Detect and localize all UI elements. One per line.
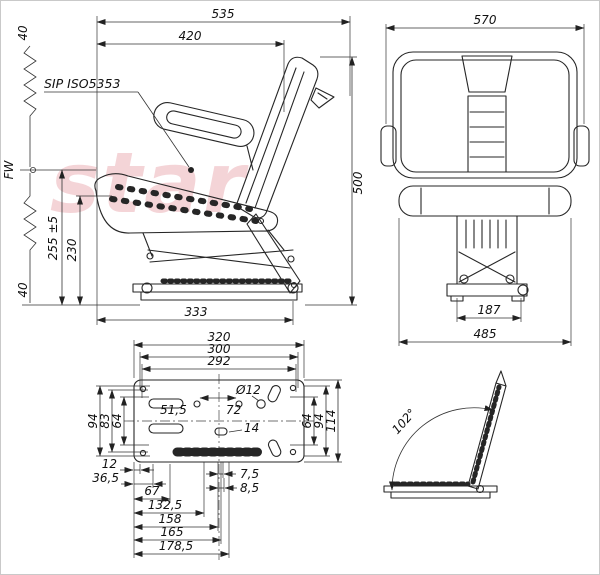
dim-485: 485	[398, 218, 572, 346]
dim-320-label: 320	[208, 330, 231, 344]
dim-187: 187	[456, 298, 522, 322]
dim-102-label: 102°	[389, 406, 419, 437]
dim-51-5-label: 51,5	[160, 403, 187, 417]
dim-485-label: 485	[474, 327, 497, 341]
plate-inner-annotations: 51,5 Ø12 72 14	[160, 383, 261, 435]
dim-230-label: 230	[65, 238, 79, 261]
dim-500: 500	[305, 56, 365, 306]
seat-side-geometry	[94, 56, 335, 301]
seat-front-geometry	[380, 51, 590, 302]
dim-255-label: 255 ±5	[46, 216, 60, 260]
dim-64-right-label: 64	[300, 413, 314, 428]
dim-d12-label: Ø12	[235, 383, 261, 397]
dim-83-label: 83	[98, 413, 112, 428]
dim-255: 255 ±5	[46, 169, 65, 306]
front-view: 570 187 485	[380, 13, 590, 346]
dim-12-label: 12	[102, 457, 117, 471]
dim-94-right-label: 94	[312, 413, 326, 428]
dim-67-label: 67	[144, 484, 160, 498]
angle-view: 102°	[383, 370, 507, 499]
dim-300: 300	[139, 342, 299, 390]
dim-570-label: 570	[474, 13, 497, 27]
dim-40-bottom-label: 40	[16, 282, 30, 298]
dim-535: 535	[96, 7, 351, 325]
dim-292: 292	[141, 354, 297, 398]
dim-83: 83	[98, 389, 148, 453]
dim-333: 333	[96, 301, 294, 325]
dim-64-left-label: 64	[110, 413, 124, 428]
fw-label: FW	[2, 159, 16, 179]
dim-187-label: 187	[478, 303, 501, 317]
dim-7-5-label: 7,5	[240, 467, 259, 481]
dim-535-label: 535	[212, 7, 235, 21]
dim-36-5-label: 36,5	[92, 471, 119, 485]
side-view: FW 40 40 SIP ISO5353 535 420	[2, 7, 365, 325]
dim-102: 102°	[388, 405, 494, 491]
sip-point-marker	[188, 167, 194, 173]
dim-40-top-label: 40	[16, 25, 30, 41]
dim-230: 230	[65, 195, 112, 306]
dim-420: 420	[96, 29, 285, 112]
dim-72-label: 72	[226, 403, 241, 417]
suspension-travel-chain: 40 40	[16, 25, 37, 303]
fw-reference: FW	[2, 159, 96, 179]
seat-angle-geometry	[383, 370, 507, 499]
dim-94-left-label: 94	[86, 413, 100, 428]
dim-64-right: 64	[290, 396, 318, 446]
dim-14-label: 14	[244, 421, 259, 435]
dim-165-label: 165	[161, 525, 184, 539]
bottom-dim-chain: 12 36,5 7,5 8,5 67 132,	[92, 457, 259, 558]
sip-iso-label: SIP ISO5353	[44, 76, 120, 91]
dim-114: 114	[304, 379, 342, 463]
dim-333-label: 333	[185, 305, 208, 319]
dim-158-label: 158	[159, 512, 182, 526]
dim-292-label: 292	[208, 354, 231, 368]
dim-178-5-label: 178,5	[159, 539, 193, 553]
dim-132-5-label: 132,5	[148, 498, 182, 512]
dim-320: 320	[133, 330, 305, 378]
mount-plate-geometry	[133, 379, 305, 463]
dim-8-5-label: 8,5	[240, 481, 259, 495]
dim-64-left: 64	[110, 396, 149, 446]
dim-570: 570	[385, 13, 585, 124]
dim-420-label: 420	[179, 29, 202, 43]
sip-iso-callout: SIP ISO5353	[44, 76, 194, 173]
dim-94-left: 94	[86, 385, 150, 457]
dim-114-label: 114	[324, 410, 338, 433]
dim-300-label: 300	[208, 342, 231, 356]
dim-94-right: 94	[304, 385, 330, 457]
plan-view: 51,5 Ø12 72 14 320 300 292	[86, 330, 342, 560]
dim-500-label: 500	[351, 171, 365, 194]
